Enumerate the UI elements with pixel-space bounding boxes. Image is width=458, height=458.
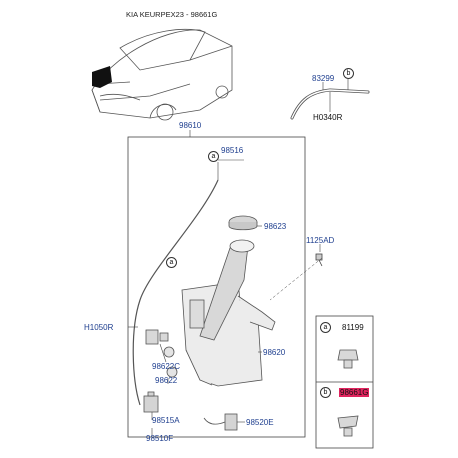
label-98623[interactable]: 98623 [264, 222, 287, 231]
label-h1050r: H1050R [84, 323, 114, 332]
pump-98510f [143, 391, 159, 413]
label-83299[interactable]: 83299 [312, 74, 335, 83]
label-98661g[interactable]: 98661G [339, 388, 370, 397]
washer-reservoir [181, 239, 276, 387]
callout-a-legend: a [320, 322, 331, 333]
hose-h1050r [132, 179, 219, 406]
label-98620[interactable]: 98620 [263, 348, 286, 357]
bolt-1125ad [315, 253, 323, 267]
car-hood-highlight [92, 66, 112, 88]
grommet-98622 [163, 346, 178, 378]
label-81199[interactable]: 81199 [342, 323, 364, 332]
assembly-frame [127, 136, 306, 438]
label-1125ad[interactable]: 1125AD [306, 236, 335, 245]
label-98510f[interactable]: 98510F [146, 434, 174, 443]
label-98520e[interactable]: 98520E [246, 418, 274, 427]
car-illustration [91, 29, 233, 121]
clip-98661g [337, 415, 359, 437]
callout-b-legend: b [320, 387, 331, 398]
callout-b-top: b [343, 68, 354, 79]
diagram-title: KIA KEURPEX23 - 98661G [126, 10, 218, 19]
label-98516[interactable]: 98516 [221, 146, 244, 155]
label-98622[interactable]: 98622 [155, 376, 178, 385]
clip-81199 [337, 349, 359, 369]
callout-a-top: a [208, 151, 219, 162]
label-98622c[interactable]: 98622C [152, 362, 181, 371]
label-98515a[interactable]: 98515A [152, 416, 180, 425]
sensor-98520e [203, 413, 238, 431]
label-98610[interactable]: 98610 [179, 121, 202, 130]
callout-a-mid: a [166, 257, 177, 268]
pump-98622c [145, 329, 169, 345]
reservoir-cap [228, 215, 258, 231]
label-h0340r: H0340R [313, 113, 343, 122]
